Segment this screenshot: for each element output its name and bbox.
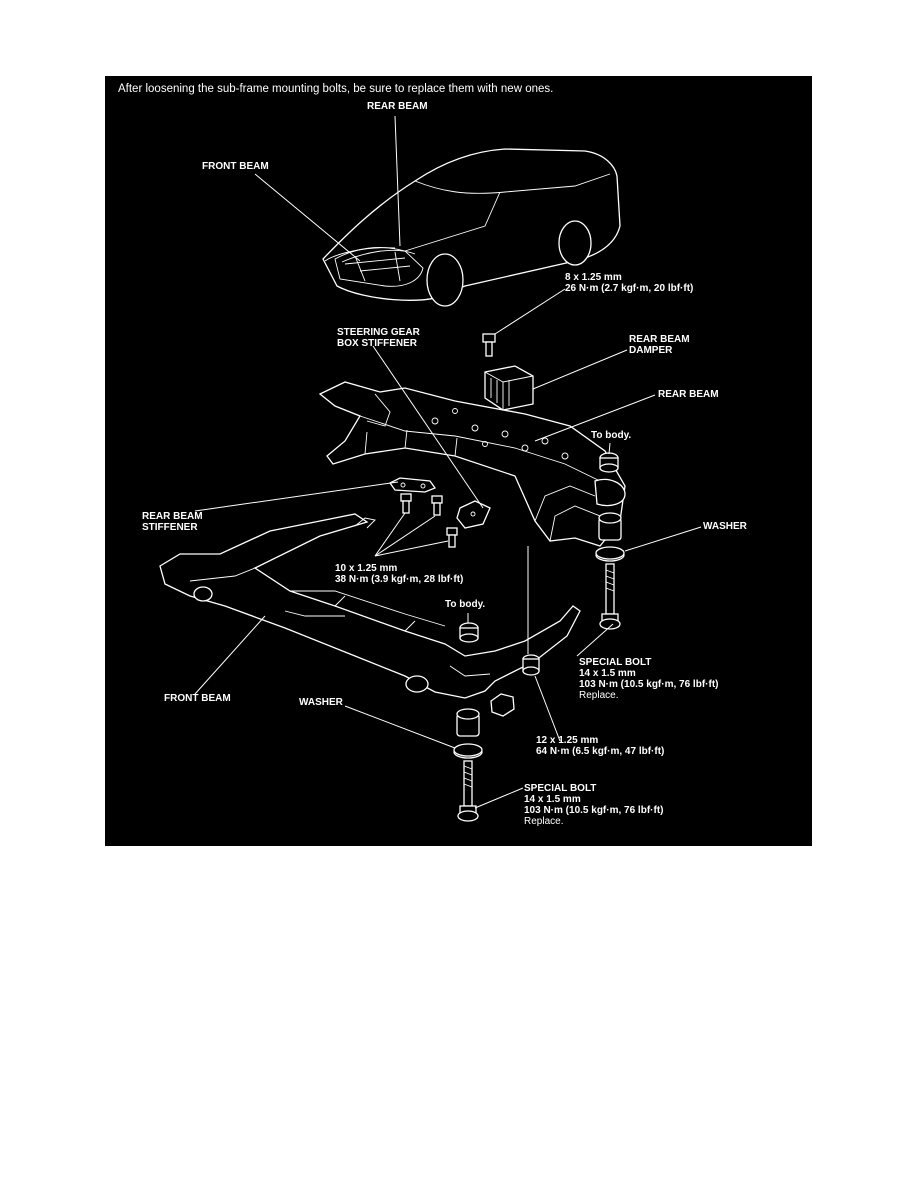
steering-gear-box-stiffener xyxy=(456,500,491,529)
label-rear-beam-stiffener-2: STIFFENER xyxy=(142,522,198,533)
front-mount-bushing xyxy=(456,708,480,737)
rear-mount-bushing xyxy=(598,512,622,541)
side-nut xyxy=(522,654,540,676)
label-special-bolt-bottom-note: Replace. xyxy=(524,816,563,827)
header-note: After loosening the sub-frame mounting b… xyxy=(118,83,553,95)
label-special-bolt-right-name: SPECIAL BOLT xyxy=(579,657,651,668)
front-special-bolt xyxy=(457,760,479,822)
label-stiffener-bolt-torque: 38 N·m (3.9 kgf·m, 28 lbf·ft) xyxy=(335,574,463,585)
label-special-bolt-right-torque: 103 N·m (10.5 kgf·m, 76 lbf·ft) xyxy=(579,679,718,690)
label-nut-torque: 64 N·m (6.5 kgf·m, 47 lbf·ft) xyxy=(536,746,664,757)
stiffener-bolt-2 xyxy=(431,495,443,516)
rear-beam xyxy=(318,381,626,547)
label-steering-stiffener-1: STEERING GEAR xyxy=(337,327,421,338)
loose-nut xyxy=(490,693,515,717)
car-illustration xyxy=(322,148,621,307)
rear-mount-nut xyxy=(599,452,619,473)
rear-beam-damper xyxy=(484,365,534,411)
label-steering-stiffener-2: BOX STIFFENER xyxy=(337,338,418,349)
label-special-bolt-bottom-name: SPECIAL BOLT xyxy=(524,783,596,794)
label-front-beam-top: FRONT BEAM xyxy=(202,161,269,172)
rear-washer xyxy=(595,546,625,562)
label-damper-bolt-size: 8 x 1.25 mm xyxy=(565,272,622,283)
stiffener-bolt-1 xyxy=(400,493,412,514)
label-rear-beam-damper-2: DAMPER xyxy=(629,345,673,356)
label-rear-beam-stiffener-1: REAR BEAM xyxy=(142,511,203,522)
front-beam xyxy=(159,513,581,699)
label-to-body-rear: To body. xyxy=(591,430,631,441)
label-washer-right: WASHER xyxy=(703,521,748,532)
label-rear-beam: REAR BEAM xyxy=(658,389,719,400)
rear-special-bolt xyxy=(599,563,621,630)
diagram-panel: After loosening the sub-frame mounting b… xyxy=(105,76,812,846)
label-to-body-front: To body. xyxy=(445,599,485,610)
label-damper-bolt-torque: 26 N·m (2.7 kgf·m, 20 lbf·ft) xyxy=(565,283,693,294)
label-special-bolt-right-size: 14 x 1.5 mm xyxy=(579,668,636,679)
front-washer xyxy=(453,743,483,759)
rear-beam-stiffener xyxy=(389,477,437,493)
label-special-bolt-bottom-torque: 103 N·m (10.5 kgf·m, 76 lbf·ft) xyxy=(524,805,663,816)
front-mount-nut xyxy=(459,622,479,643)
label-front-beam-bottom: FRONT BEAM xyxy=(164,693,231,704)
label-rear-beam-damper-1: REAR BEAM xyxy=(629,334,690,345)
label-rear-beam-top: REAR BEAM xyxy=(367,101,428,112)
leader-lines xyxy=(194,115,702,809)
damper-bolt xyxy=(482,333,496,357)
subframe-diagram: After loosening the sub-frame mounting b… xyxy=(118,83,748,827)
label-special-bolt-right-note: Replace. xyxy=(579,690,618,701)
label-special-bolt-bottom-size: 14 x 1.5 mm xyxy=(524,794,581,805)
label-washer-left: WASHER xyxy=(299,697,344,708)
stiffener-bolt-3 xyxy=(446,527,458,548)
label-stiffener-bolt-size: 10 x 1.25 mm xyxy=(335,563,397,574)
label-nut-size: 12 x 1.25 mm xyxy=(536,735,598,746)
